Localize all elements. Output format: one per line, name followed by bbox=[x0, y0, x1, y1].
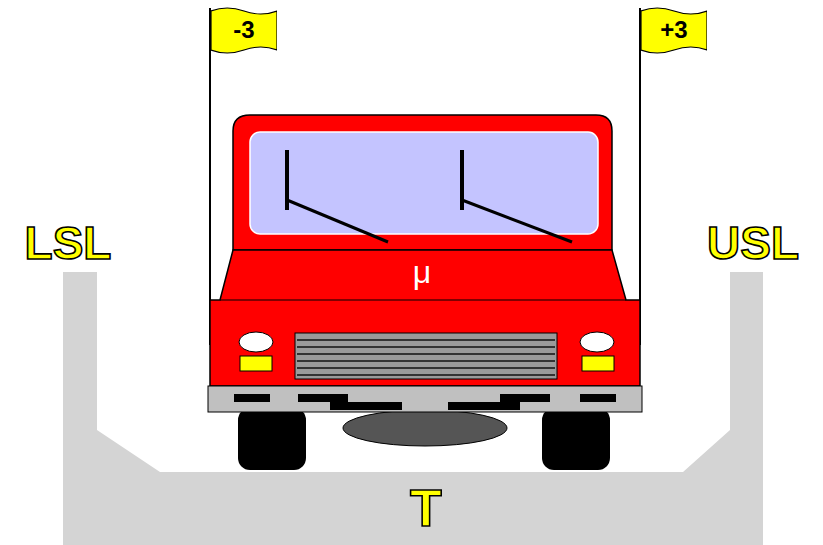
flag-pole bbox=[639, 8, 641, 345]
tire bbox=[238, 408, 306, 470]
body-seam bbox=[220, 300, 626, 301]
sigma-limit: +3 bbox=[641, 6, 707, 54]
windshield bbox=[250, 132, 598, 234]
flag-pole bbox=[209, 8, 211, 345]
headlight bbox=[580, 332, 614, 352]
bumper bbox=[208, 386, 642, 412]
grill-slats bbox=[297, 340, 555, 375]
signal-light bbox=[582, 356, 614, 371]
headlight bbox=[239, 332, 273, 352]
spec-limit: LSL bbox=[25, 220, 112, 266]
grill bbox=[295, 333, 557, 379]
undercarriage bbox=[343, 410, 507, 446]
flag: -3 bbox=[211, 6, 277, 54]
truck-cab bbox=[233, 115, 612, 250]
tire bbox=[542, 408, 610, 470]
signal-light bbox=[240, 356, 272, 371]
wiper-blade bbox=[462, 200, 572, 242]
mean-symbol: μ bbox=[413, 256, 431, 288]
truck-body bbox=[210, 250, 640, 386]
flag: +3 bbox=[641, 6, 707, 54]
wiper-blade bbox=[287, 200, 388, 242]
spec-limit: USL bbox=[707, 220, 799, 266]
sigma-limit: -3 bbox=[211, 6, 277, 54]
target-label: T bbox=[410, 482, 442, 534]
bumper-slots bbox=[234, 394, 616, 410]
